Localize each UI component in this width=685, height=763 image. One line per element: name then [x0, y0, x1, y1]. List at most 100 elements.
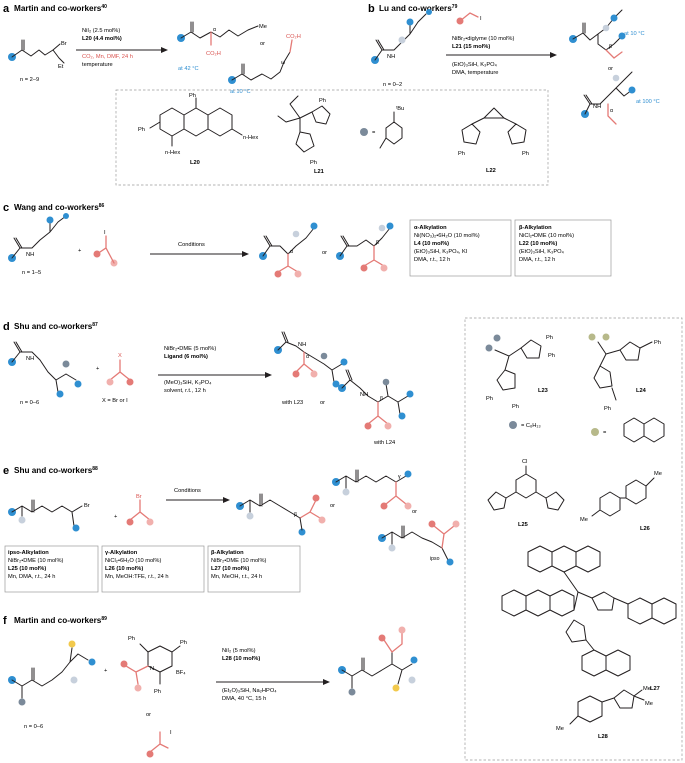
- svg-text:Br: Br: [84, 503, 90, 509]
- conditions-box-c-alpha: [409, 219, 512, 277]
- condition-d-4: solvent, r.t., 12 h: [164, 388, 206, 394]
- svg-text:Ph: Ph: [458, 151, 465, 157]
- tbu-aryl-legend: = ᵗBu: [360, 105, 404, 149]
- svg-text:NH: NH: [593, 104, 601, 110]
- condition-b-2: L21 (15 mol%): [452, 44, 490, 50]
- svg-text:Br: Br: [136, 494, 142, 500]
- svg-text:n-Hex: n-Hex: [243, 135, 258, 141]
- svg-text:L25: L25: [518, 522, 528, 528]
- product-c-alpha: α: [259, 222, 318, 278]
- or-b: or: [608, 66, 613, 72]
- svg-text:β: β: [380, 396, 383, 402]
- ligand-box-1: [115, 89, 549, 186]
- svg-text:β: β: [294, 512, 297, 518]
- plus-d: +: [96, 366, 100, 372]
- ligand-L26: Me Me L26: [580, 471, 662, 532]
- plus-e: +: [114, 514, 118, 520]
- n-range-b: n = 0–2: [383, 82, 402, 88]
- svg-text:Me: Me: [556, 726, 564, 732]
- alkyl-iodide-c: I: [93, 230, 118, 267]
- svg-text:L28: L28: [598, 734, 608, 740]
- condition-f-2: L28 (10 mol%): [222, 656, 260, 662]
- condition-a-1: NiI₂ (2.5 mol%): [82, 28, 120, 34]
- box-c1-line-4: (EtO)₃SiH, K₃PO₄, KI: [414, 249, 468, 255]
- product-a-alpha: CO₂H α Me: [177, 21, 267, 57]
- n-range-d: n = 0–6: [20, 400, 39, 406]
- svg-text:CO₂H: CO₂H: [206, 51, 221, 57]
- svg-text:BF₄: BF₄: [176, 670, 186, 676]
- svg-text:N: N: [150, 666, 154, 672]
- c6h13-legend: = C₆H₁₃: [509, 421, 541, 429]
- condition-b-3: (EtO)₃SiH, K₃PO₄: [452, 62, 498, 68]
- box-e3-line-3: L27 (10 mol%): [211, 566, 249, 572]
- condition-b-1: NiBr₂•diglyme (10 mol%): [452, 36, 514, 42]
- svg-text:NH: NH: [298, 342, 306, 348]
- svg-text:α: α: [290, 249, 293, 255]
- ligand-L20: Ph Ph n-Hex n-Hex L20: [138, 93, 258, 166]
- or-a: or: [260, 41, 265, 47]
- svg-text:α: α: [306, 354, 309, 360]
- svg-text:=: =: [603, 430, 607, 436]
- conditions-box-e-gamma: [101, 545, 205, 593]
- svg-text:ᵗBu: ᵗBu: [396, 105, 404, 112]
- svg-text:Ph: Ph: [138, 127, 145, 133]
- svg-text:Ph: Ph: [310, 160, 317, 166]
- or-c: or: [322, 250, 327, 256]
- or-e-1: or: [330, 503, 335, 509]
- box-c2-line-5: DMA, r.t., 12 h: [519, 257, 555, 263]
- svg-text:Br: Br: [61, 41, 67, 47]
- product-d-alpha: NH α: [274, 331, 348, 388]
- box-c2-line-1: β-Alkylation: [519, 225, 552, 231]
- svg-text:I: I: [104, 230, 106, 236]
- reactant-a: Br Et: [8, 39, 67, 70]
- x-definition-d: X = Br or I: [102, 398, 128, 404]
- condition-f-4: DMA, 40 °C, 15 h: [222, 696, 266, 702]
- ligand-L22: Ph Ph L22: [458, 107, 529, 174]
- svg-text:Ph: Ph: [180, 640, 187, 646]
- svg-text:ipso: ipso: [430, 556, 440, 562]
- svg-text:Ph: Ph: [486, 396, 493, 402]
- product-d-beta: NH β: [338, 369, 414, 430]
- section-title-a: Martin and co-workers40: [14, 4, 107, 13]
- svg-text:L20: L20: [190, 160, 200, 166]
- with-L23: with L23: [281, 400, 303, 406]
- svg-text:Ph: Ph: [548, 353, 555, 359]
- product-e-beta: β: [236, 493, 326, 536]
- svg-text:= C₆H₁₃: = C₆H₁₃: [521, 423, 541, 429]
- temp-b-100: at 100 °C: [636, 99, 660, 105]
- pyridinium-salt-f: N Ph Ph Ph BF₄: [120, 636, 187, 695]
- box-e3-line-2: NiBr₂•DME (10 mol%): [211, 558, 266, 564]
- svg-text:γ: γ: [398, 474, 401, 480]
- box-e2-line-3: L26 (10 mol%): [105, 566, 143, 572]
- svg-text:Ph: Ph: [512, 404, 519, 410]
- svg-text:X: X: [118, 353, 122, 359]
- condition-a-4: temperature: [82, 62, 113, 68]
- box-c2-line-2: NiCl₂•DME (10 mol%): [519, 233, 574, 239]
- conditions-box-e-ipso: [4, 545, 99, 593]
- ligand-L23: Ph Ph Ph Ph L23: [485, 334, 555, 410]
- svg-text:L22: L22: [486, 168, 496, 174]
- condition-a-3: CO₂, Mn, DMF, 24 h: [82, 54, 133, 60]
- product-b-alpha: NH α: [581, 71, 636, 125]
- with-L24: with L24: [373, 440, 395, 446]
- box-e1-line-1: ipso-Alkylation: [8, 550, 49, 556]
- svg-text:NH: NH: [26, 252, 34, 258]
- section-title-e: Shu and co-workers88: [14, 466, 98, 475]
- svg-text:β: β: [609, 44, 612, 50]
- svg-text:Ph: Ph: [154, 689, 161, 695]
- box-c2-line-4: (EtO)₃SiH, K₃PO₄: [519, 249, 565, 255]
- ethyl-label: Et: [58, 64, 64, 70]
- reactant-e: Br: [8, 499, 90, 532]
- box-e1-line-2: NiBr₂•DME (10 mol%): [8, 558, 63, 564]
- svg-text:Ph: Ph: [522, 151, 529, 157]
- svg-text:NH: NH: [360, 392, 368, 398]
- section-title-f: Martin and co-workers89: [14, 616, 107, 625]
- condition-d-3: (MeO)₃SiH, K₃PO₄: [164, 380, 212, 386]
- box-c1-line-2: Ni(NO₃)₂•6H₂O (10 mol%): [414, 233, 480, 239]
- product-b-beta: β: [569, 9, 626, 59]
- box-c2-line-3: L22 (10 mol%): [519, 241, 557, 247]
- reactant-b: NH: [371, 9, 432, 64]
- svg-text:CO₂H: CO₂H: [286, 34, 301, 40]
- condition-d-1: NiBr₂•DME (5 mol%): [164, 346, 216, 352]
